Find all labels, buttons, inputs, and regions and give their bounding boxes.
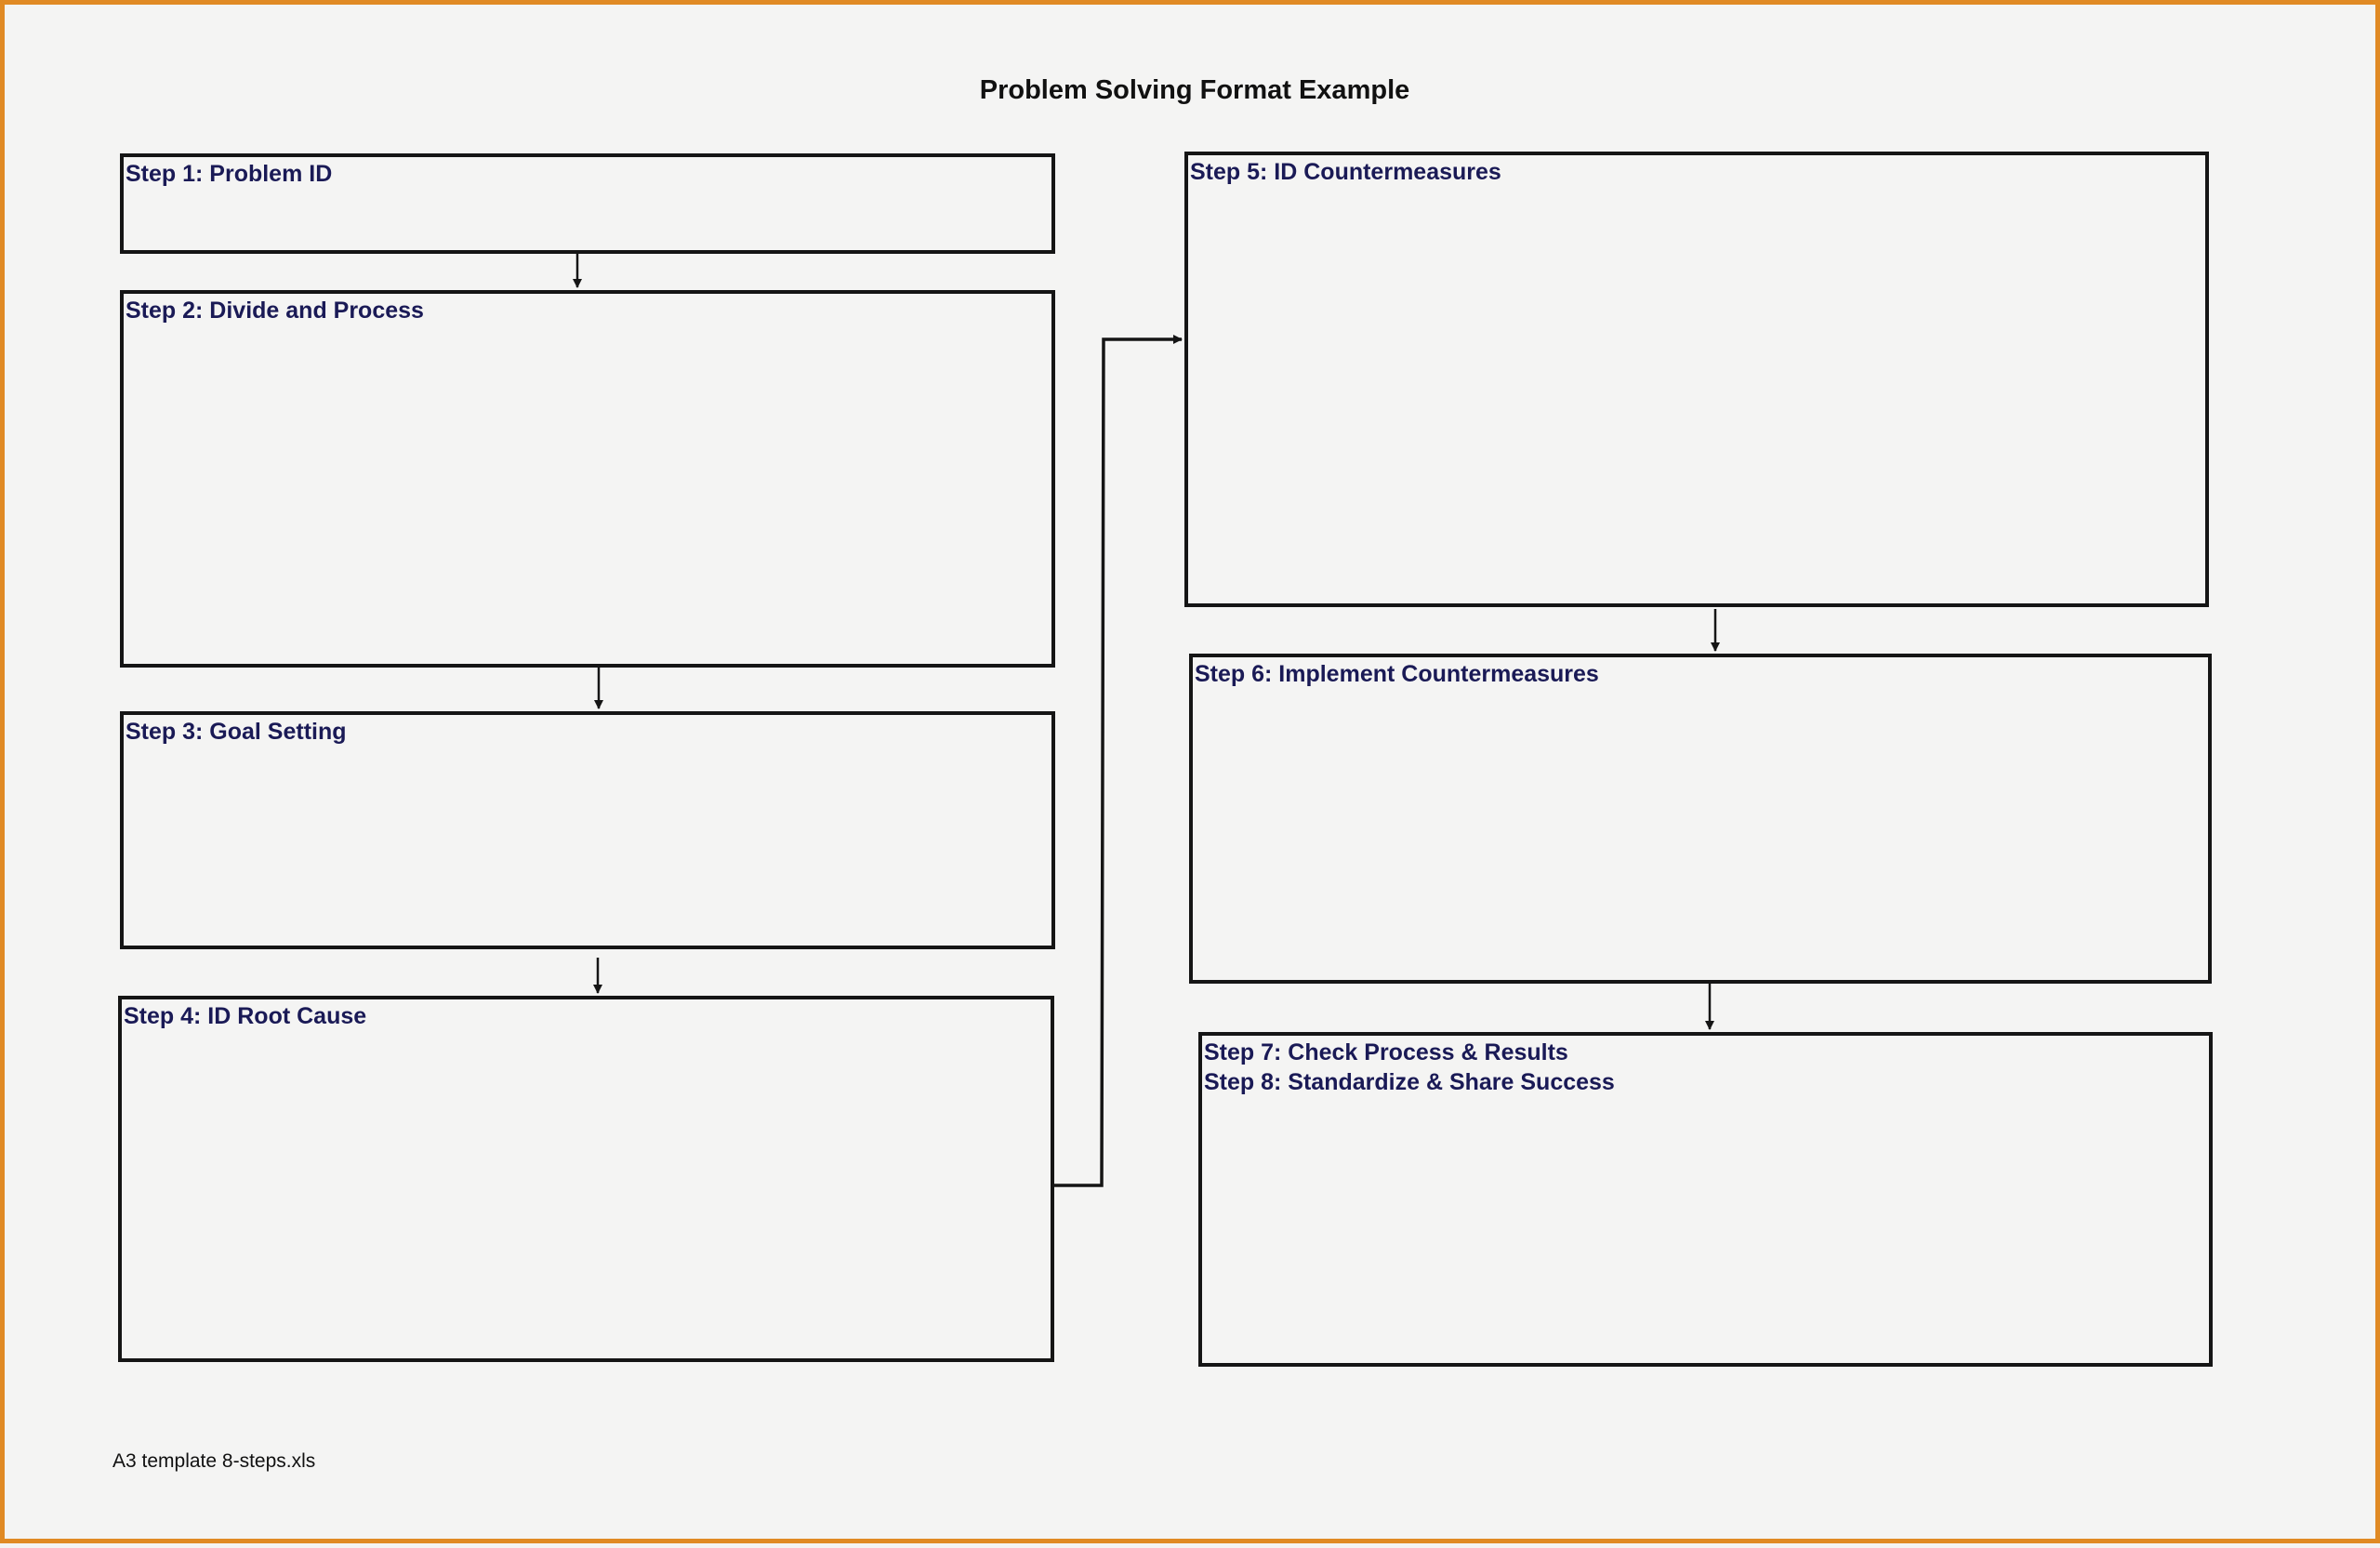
- file-name-footer: A3 template 8-steps.xls: [112, 1450, 316, 1472]
- page-title: Problem Solving Format Example: [979, 75, 1410, 105]
- step3-box: Step 3: Goal Setting: [120, 711, 1055, 949]
- step2-box: Step 2: Divide and Process: [120, 290, 1055, 668]
- step4-box: Step 4: ID Root Cause: [118, 996, 1054, 1362]
- step4-label: Step 4: ID Root Cause: [124, 1003, 367, 1029]
- step5-label: Step 5: ID Countermeasures: [1190, 159, 1501, 185]
- step1-box: Step 1: Problem ID: [120, 153, 1055, 254]
- step8-label: Step 8: Standardize & Share Success: [1204, 1069, 1615, 1095]
- step6-label: Step 6: Implement Countermeasures: [1195, 661, 1599, 687]
- step2-label: Step 2: Divide and Process: [126, 298, 424, 324]
- step5-box: Step 5: ID Countermeasures: [1184, 152, 2209, 607]
- step3-label: Step 3: Goal Setting: [126, 719, 347, 745]
- step6-box: Step 6: Implement Countermeasures: [1189, 654, 2212, 984]
- step7-label: Step 7: Check Process & Results: [1204, 1039, 1568, 1065]
- arrow-step4-to-step5: [1054, 335, 1183, 1187]
- step1-label: Step 1: Problem ID: [126, 161, 333, 187]
- connector-arrows: [573, 254, 1720, 1187]
- step7-8-box: Step 7: Check Process & Results Step 8: …: [1198, 1032, 2213, 1367]
